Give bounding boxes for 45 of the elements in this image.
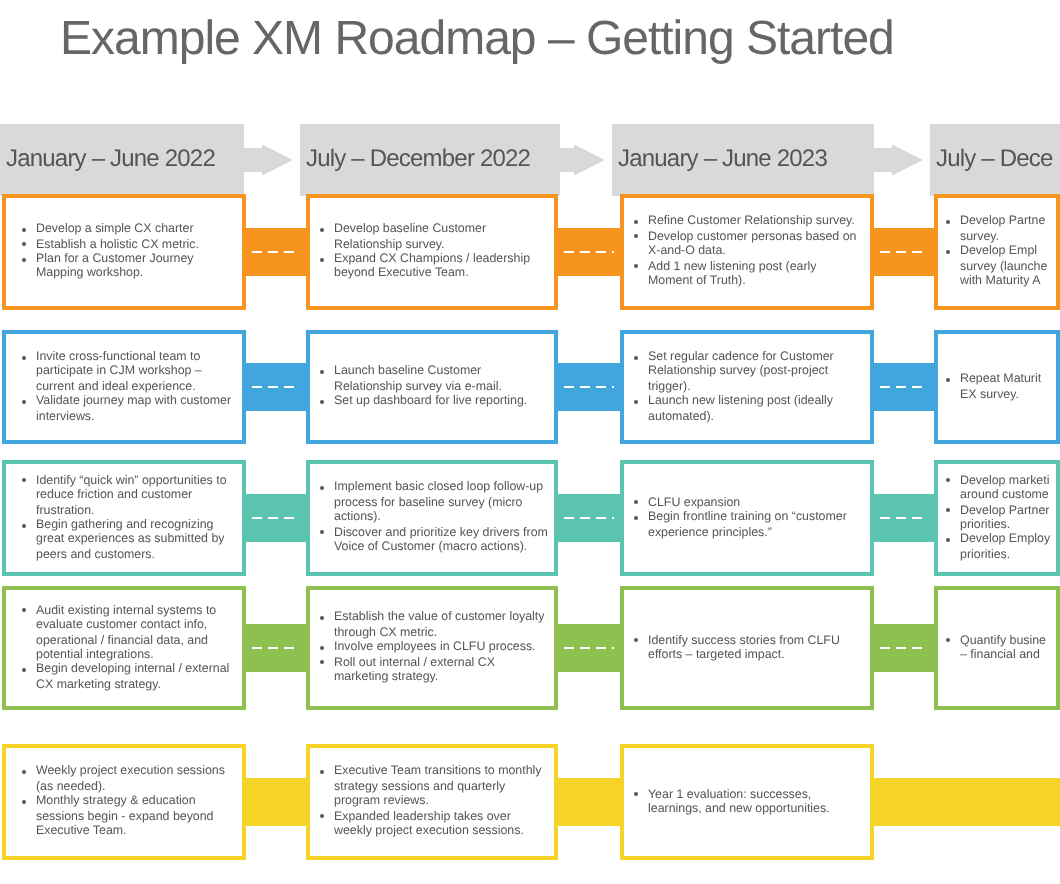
roadmap-card	[620, 586, 874, 710]
connector-band	[874, 624, 934, 672]
connector-band	[558, 494, 620, 542]
roadmap-card	[934, 330, 1060, 444]
roadmap-card	[2, 194, 246, 310]
period-header	[612, 124, 874, 196]
period-heading: January – June 2022	[6, 144, 215, 172]
roadmap-card	[306, 194, 558, 310]
connector-band	[246, 494, 306, 542]
connector-band	[874, 778, 1060, 826]
roadmap-card	[2, 744, 246, 860]
connector-band	[246, 228, 306, 276]
connector-band	[246, 363, 306, 411]
roadmap-card	[2, 460, 246, 576]
period-header	[930, 124, 1060, 196]
roadmap-card	[934, 194, 1060, 310]
roadmap-card	[620, 194, 874, 310]
connector-band	[246, 778, 306, 826]
roadmap-card	[2, 586, 246, 710]
period-heading: January – June 2023	[618, 144, 827, 172]
connector-band	[558, 363, 620, 411]
block-arrow	[244, 144, 293, 176]
connector-band	[246, 624, 306, 672]
roadmap-card	[934, 586, 1060, 710]
roadmap-card	[306, 330, 558, 444]
roadmap-card	[306, 586, 558, 710]
roadmap-card	[306, 460, 558, 576]
connector-band	[558, 778, 620, 826]
connector-band	[558, 624, 620, 672]
block-arrow	[560, 144, 605, 176]
connector-band	[874, 228, 934, 276]
period-heading: July – December 2022	[306, 144, 531, 172]
period-header	[0, 124, 244, 196]
roadmap-card	[620, 744, 874, 860]
block-arrow	[874, 144, 923, 176]
connector-band	[874, 363, 934, 411]
period-heading: July – Dece	[936, 144, 1053, 172]
period-header	[300, 124, 560, 196]
roadmap-card	[620, 330, 874, 444]
roadmap-title: Example XM Roadmap – Getting Started	[60, 12, 894, 68]
roadmap-card	[620, 460, 874, 576]
roadmap-card	[2, 330, 246, 444]
roadmap-card	[934, 460, 1060, 576]
connector-band	[558, 228, 620, 276]
roadmap-card	[306, 744, 558, 860]
